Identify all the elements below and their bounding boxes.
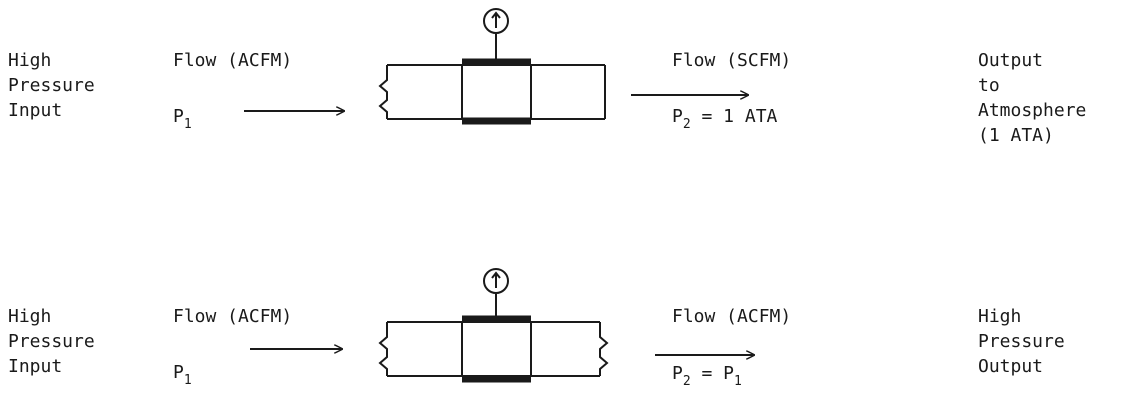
flow-out-label: Flow (ACFM) — [672, 306, 791, 327]
output-label: Atmosphere — [978, 100, 1086, 121]
input-label: Input — [8, 100, 62, 121]
p-out-label: P2 = 1 ATA — [672, 106, 778, 132]
diagram-2: High Pressure Input Flow (ACFM) P1 Flow … — [8, 268, 1065, 389]
flow-out-label: Flow (SCFM) — [672, 50, 791, 71]
pipe-section — [378, 315, 609, 383]
diagram-1: High Pressure Input Flow (ACFM) P1 Flow … — [8, 8, 1086, 146]
input-label: Pressure — [8, 331, 95, 352]
flow-in-label: Flow (ACFM) — [173, 50, 292, 71]
pressure-gauge-icon — [483, 8, 509, 59]
p-in-label: P1 — [173, 106, 192, 132]
pressure-gauge-icon — [483, 268, 509, 316]
output-label: High — [978, 306, 1021, 327]
input-label: Pressure — [8, 75, 95, 96]
input-label: High — [8, 50, 51, 71]
output-label: Pressure — [978, 331, 1065, 352]
flow-in-label: Flow (ACFM) — [173, 306, 292, 327]
p-in-label: P1 — [173, 362, 192, 388]
output-label: Output — [978, 356, 1043, 377]
output-label: (1 ATA) — [978, 125, 1054, 146]
p-out-label: P2 = P1 — [672, 363, 742, 389]
output-label: to — [978, 75, 1000, 96]
input-label: Input — [8, 356, 62, 377]
output-label: Output — [978, 50, 1043, 71]
pipe-section — [378, 58, 606, 125]
input-label: High — [8, 306, 51, 327]
